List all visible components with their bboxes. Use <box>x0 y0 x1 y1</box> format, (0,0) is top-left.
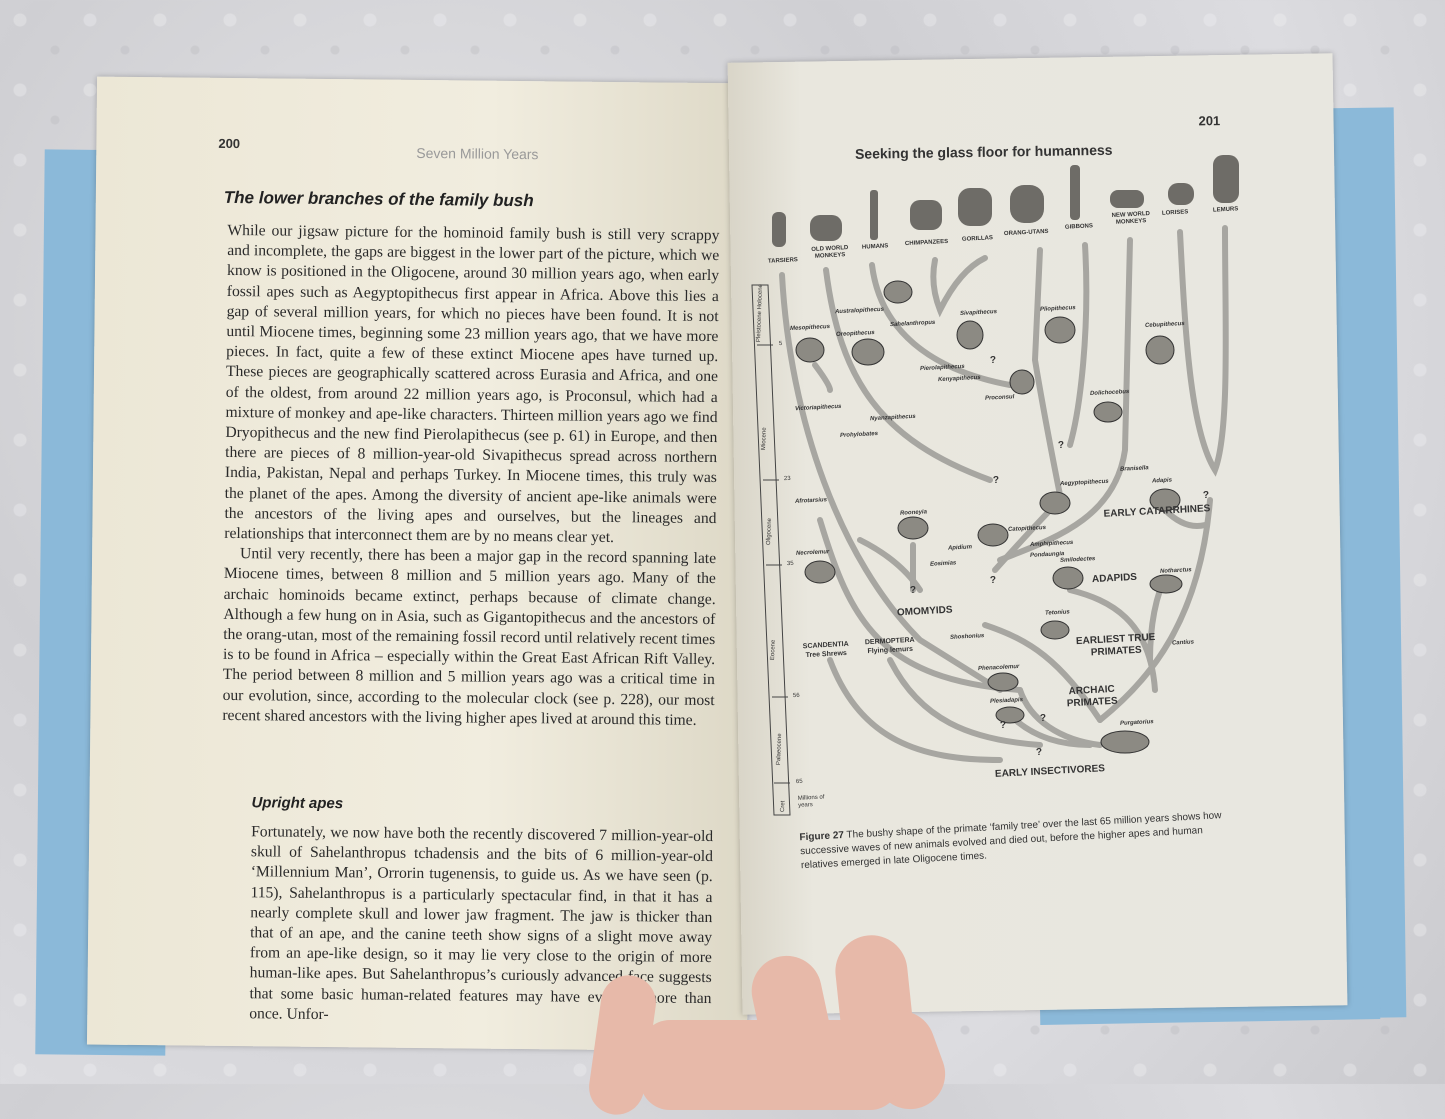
branch-line <box>887 657 1043 748</box>
family-tree-diagram <box>751 155 1239 816</box>
genus-label: Cantius <box>1171 639 1195 647</box>
living-group-label: Humans <box>861 243 889 251</box>
skull-icon <box>956 320 984 350</box>
genus-label: Apidium <box>947 544 973 552</box>
branch-line <box>869 262 1013 388</box>
group-label: DERMOPTERA Flying lemurs <box>864 636 915 656</box>
skull-icon <box>977 523 1009 547</box>
skull-icon <box>1149 574 1183 594</box>
branch-line <box>930 255 988 318</box>
tarsier-figure <box>772 212 786 247</box>
branch-line <box>1031 247 1063 498</box>
unknown-mark: ? <box>1035 746 1043 759</box>
unknown-mark: ? <box>989 574 997 587</box>
branch-line <box>817 517 1023 693</box>
gibbon-figure <box>1070 165 1080 220</box>
branch-line <box>823 267 993 483</box>
epoch-label: Cret <box>780 800 787 813</box>
skull-icon <box>883 280 913 304</box>
skull-icon <box>1145 335 1175 365</box>
timeline-unit-label: Millions of years <box>797 794 825 809</box>
unknown-mark: ? <box>992 474 1000 487</box>
skull-icon <box>1009 369 1035 395</box>
living-group-label: Old World Monkeys <box>811 245 849 260</box>
branch-line <box>857 537 923 593</box>
branch-line <box>1177 225 1229 477</box>
lemur-figure <box>1213 155 1239 203</box>
branch-line <box>812 362 833 393</box>
branch-line <box>779 272 1003 693</box>
timeline-bar <box>751 284 791 816</box>
chimpanzee-figure <box>910 200 942 230</box>
living-group-label: New World Monkeys <box>1111 211 1151 226</box>
skull-icon <box>1052 566 1084 590</box>
skull-icon <box>851 338 885 366</box>
timeline-tick: 65 <box>795 778 803 786</box>
epoch-label: Miocene <box>761 427 768 451</box>
timeline-tick: 35 <box>786 560 794 568</box>
branch-line <box>1067 587 1158 693</box>
skull-icon <box>987 672 1019 692</box>
branch-line <box>997 237 1133 563</box>
unknown-mark: ? <box>909 584 917 597</box>
skull-icon <box>897 516 929 540</box>
skull-icon <box>804 560 836 584</box>
timeline-tick: 5 <box>778 340 783 348</box>
timeline-tick: 23 <box>783 475 791 483</box>
loris-figure <box>1168 183 1194 205</box>
branch-line <box>1067 242 1090 448</box>
branch-line <box>827 657 1003 763</box>
timeline-tick: 56 <box>792 692 800 700</box>
epoch-label: Palaeocene <box>776 733 784 766</box>
branch-line <box>1147 587 1163 663</box>
gorilla-figure <box>958 188 992 226</box>
figure-label: Figure 27 <box>799 829 845 844</box>
skull-icon <box>1093 401 1123 423</box>
skull-icon <box>1149 488 1181 512</box>
purgatorius-figure <box>1100 730 1150 754</box>
skull-icon <box>795 337 825 363</box>
old-world-monkey-figure <box>810 215 842 241</box>
skull-icon <box>1039 491 1071 515</box>
group-label: ADAPIDS <box>1091 571 1138 586</box>
unknown-mark: ? <box>989 354 997 367</box>
unknown-mark: ? <box>1202 489 1210 502</box>
skull-icon <box>995 706 1025 724</box>
group-label: SCANDENTIA Tree Shrews <box>802 640 849 660</box>
branch-line <box>1162 507 1208 529</box>
unknown-mark: ? <box>1057 439 1065 452</box>
human-figure <box>870 190 878 240</box>
skull-icon <box>1044 316 1076 344</box>
unknown-mark: ? <box>1039 712 1047 725</box>
genus-label: Adapis <box>1151 477 1173 485</box>
living-group-label: Gibbons <box>1064 223 1094 231</box>
epoch-label: Oligocene <box>766 517 773 546</box>
branch-line <box>982 622 1103 723</box>
unknown-mark: ? <box>999 719 1007 732</box>
orangutan-figure <box>1010 185 1044 223</box>
skull-icon <box>1040 620 1070 640</box>
group-label: ARCHAIC PRIMATES <box>1066 683 1119 710</box>
living-group-label: Lorises <box>1161 209 1189 217</box>
new-world-monkey-figure <box>1110 190 1144 208</box>
branch-line <box>1097 497 1213 723</box>
epoch-label: Eocene <box>770 639 777 661</box>
group-label: EARLIEST TRUE PRIMATES <box>1075 631 1156 659</box>
living-group-label: Lemurs <box>1212 206 1239 214</box>
